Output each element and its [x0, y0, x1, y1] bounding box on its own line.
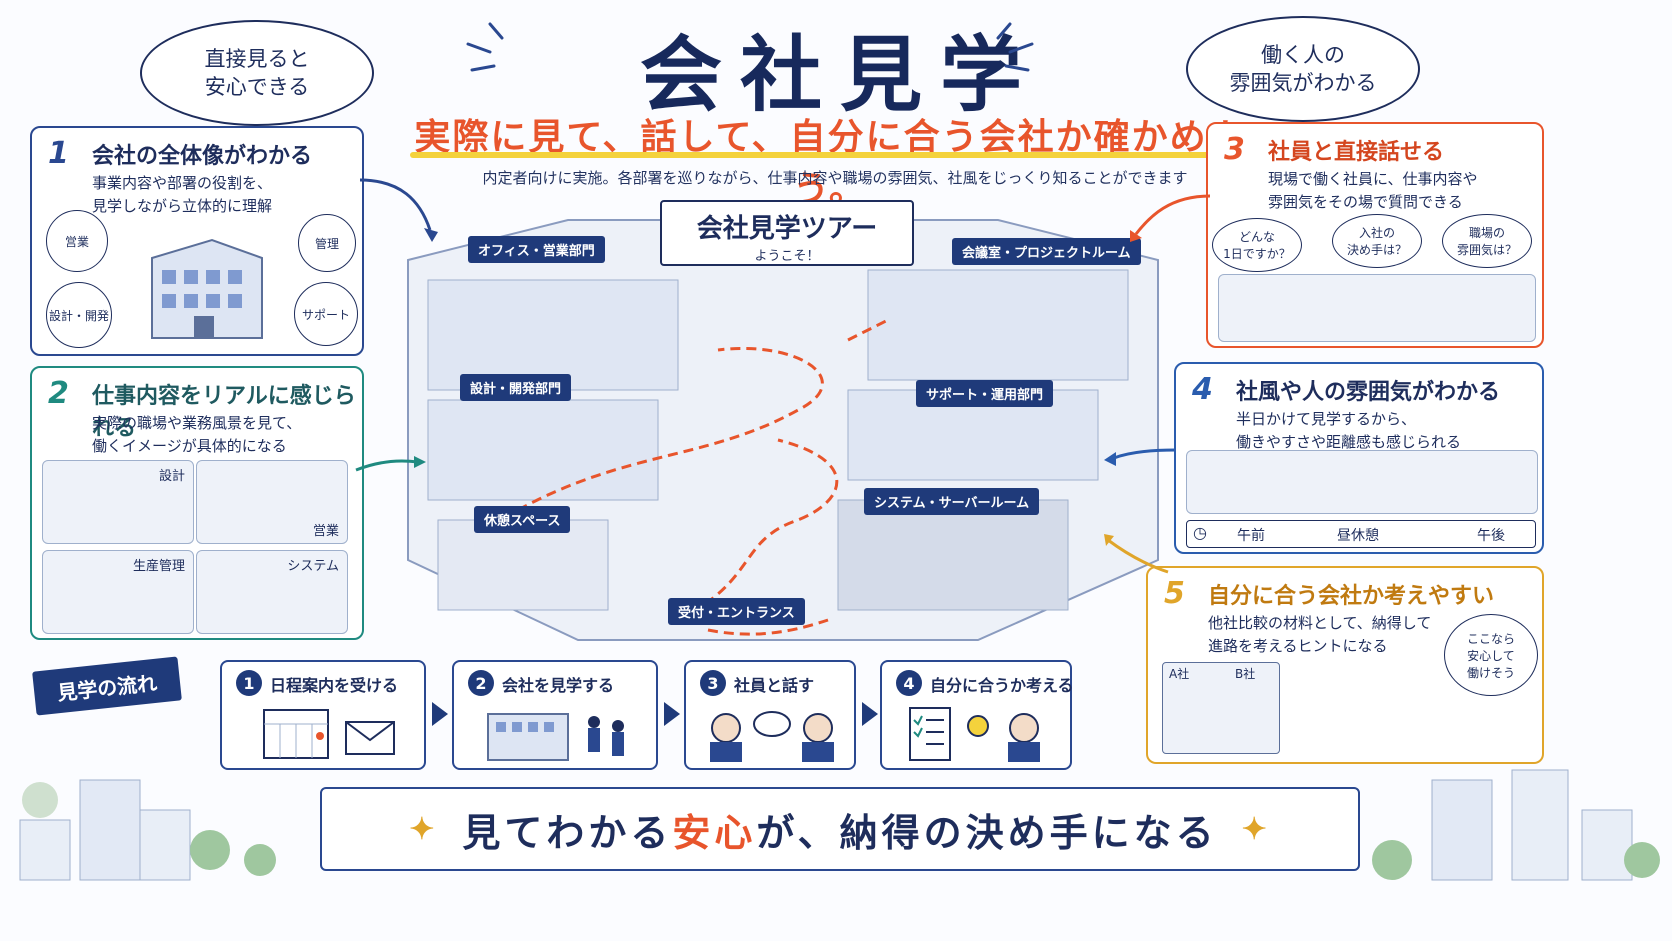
arrow-panel4-icon — [1104, 448, 1177, 466]
timeline-lunch: 昼休憩 — [1337, 528, 1379, 544]
label-design-dev: 設計・開発 — [46, 282, 112, 348]
flow-step-1: 1 日程案内を受ける — [220, 660, 426, 770]
panel-4-body: 半日かけて見学するから、 働きやすさや距離感も感じられる — [1236, 410, 1462, 451]
tour-sign-title: 会社見学ツアー — [696, 214, 878, 244]
panel-5-title: 自分に合う会社か考えやすい — [1208, 584, 1495, 609]
label-support: サポート — [294, 282, 358, 346]
flow-step-3-number: 3 — [700, 670, 726, 696]
question-bubble-2: 入社の 決め手は？ — [1332, 214, 1422, 268]
panel-1: 1 会社の全体像がわかる 事業内容や部署の役割を、 見学しながら立体的に理解 営… — [30, 126, 364, 356]
panel-5-body: 他社比較の材料として、納得して 進路を考えるヒントになる — [1208, 614, 1432, 655]
bubble-left-line2: 安心できる — [204, 75, 310, 99]
flow-step-3-label: 社員と話す — [734, 676, 815, 695]
bubble-left-line1: 直接見ると — [204, 46, 310, 71]
scene-system: システム — [196, 550, 348, 634]
flow-step-1-number: 1 — [236, 670, 262, 696]
question-bubble-1: どんな 1日ですか？ — [1212, 218, 1302, 272]
panel-4-title: 社風や人の雰囲気がわかる — [1236, 380, 1501, 405]
scene-lunch — [1186, 450, 1538, 514]
panel-2-number: 2 — [48, 376, 69, 411]
speech-bubble-left: 直接見ると 安心できる — [140, 20, 374, 126]
arrow-panel1-icon — [359, 178, 438, 242]
panel-2: 2 仕事内容をリアルに感じられる 実際の職場や業務風景を見て、 働くイメージが具… — [30, 366, 364, 640]
scene-design: 設計 — [42, 460, 194, 544]
lead-text: 内定者向けに実施。各部署を巡りながら、仕事内容や職場の雰囲気、社風をじっくり知る… — [482, 169, 1188, 187]
panel-1-number: 1 — [48, 136, 69, 171]
flow-arrow-1-icon — [432, 702, 448, 726]
scene-meeting — [1218, 274, 1536, 342]
question-bubble-3: 職場の 雰囲気は？ — [1442, 214, 1532, 268]
footer-text-part1: 見てわかる — [462, 809, 673, 855]
timeline-morning: 午前 — [1237, 528, 1265, 544]
panel-5: 5 自分に合う会社か考えやすい 他社比較の材料として、納得して 進路を考えるヒン… — [1146, 566, 1544, 764]
flow-step-4-number: 4 — [896, 670, 922, 696]
flow-step-2-number: 2 — [468, 670, 494, 696]
company-b-label: B社 — [1235, 667, 1256, 681]
panel-3: 3 社員と直接話せる 現場で働く社員に、仕事内容や 雰囲気をその場で質問できる … — [1206, 122, 1544, 348]
timeline-afternoon: 午後 — [1477, 528, 1505, 544]
city-left-illustration — [19, 779, 276, 881]
flow-step-4: 4 自分に合うか考える — [880, 660, 1074, 770]
scene-production: 生産管理 — [42, 550, 194, 634]
flow-step-3: 3 社員と話す — [684, 660, 856, 770]
speech-bubble-right: 働く人の 雰囲気がわかる — [1186, 16, 1420, 122]
area-design-dev: 設計・開発部門 — [460, 374, 572, 401]
panel-4-number: 4 — [1192, 372, 1213, 407]
footer-text-part2: が、納得の決め手になる — [756, 809, 1218, 855]
burst-left-icon — [466, 22, 504, 72]
panel-2-title: 仕事内容をリアルに感じられる — [92, 384, 356, 441]
area-office-sales: オフィス・営業部門 — [468, 236, 605, 263]
sparkle-right-icon: ✦ — [1241, 811, 1271, 847]
panel-5-number: 5 — [1164, 576, 1185, 611]
page-subtitle: 実際に見て、話して、自分に合う会社か確かめよう。 — [414, 116, 1246, 210]
bubble-right-line1: 働く人の — [1261, 42, 1345, 67]
conversation-icon — [710, 711, 834, 762]
panel-2-body: 実際の職場や業務風景を見て、 働くイメージが具体的になる — [92, 414, 302, 455]
clock-icon: ◷ — [1193, 523, 1207, 542]
flow-step-2: 2 会社を見学する — [452, 660, 658, 770]
office-building-icon — [151, 238, 263, 339]
scene-sales: 営業 — [196, 460, 348, 544]
subtitle-underline — [410, 152, 1260, 158]
flow-ribbon: 見学の流れ — [32, 656, 182, 716]
sparkle-left-icon: ✦ — [409, 811, 439, 847]
label-sales: 営業 — [46, 210, 108, 272]
panel-3-number: 3 — [1224, 132, 1245, 167]
city-right-illustration — [1372, 769, 1660, 881]
company-a-label: A社 — [1169, 667, 1190, 681]
area-reception: 受付・エントランス — [668, 598, 805, 625]
page-title: 会社見学 — [639, 27, 1040, 123]
flow-arrow-3-icon — [862, 702, 878, 726]
footer-banner: ✦ 見てわかる 安心 が、納得の決め手になる ✦ — [320, 787, 1360, 871]
comparison-card: A社 B社 — [1162, 662, 1280, 754]
arrow-panel5-icon — [1104, 534, 1169, 574]
flow-step-2-label: 会社を見学する — [502, 676, 615, 695]
office-cutaway-illustration — [407, 219, 1159, 641]
flow-step-4-label: 自分に合うか考える — [930, 676, 1074, 695]
checklist-idea-icon — [909, 707, 1040, 762]
flow-step-1-label: 日程案内を受ける — [270, 676, 399, 695]
tour-sign: 会社見学ツアー ようこそ！ — [660, 200, 914, 266]
arrow-panel2-icon — [355, 456, 426, 472]
panel-3-body: 現場で働く社員に、仕事内容や 雰囲気をその場で質問できる — [1268, 170, 1478, 211]
building-visit-icon — [487, 713, 624, 761]
label-admin: 管理 — [298, 214, 356, 272]
arrow-panel3-icon — [1130, 194, 1211, 242]
bubble-right-line2: 雰囲気がわかる — [1229, 71, 1377, 95]
panel-3-title: 社員と直接話せる — [1268, 140, 1445, 165]
thought-bubble: ここなら 安心して 働けそう — [1444, 614, 1538, 696]
tour-sign-subtitle: ようこそ！ — [754, 249, 820, 264]
panel-1-body: 事業内容や部署の役割を、 見学しながら立体的に理解 — [92, 174, 273, 215]
footer-highlight: 安心 — [672, 809, 757, 855]
burst-right-icon — [996, 22, 1034, 72]
area-support-ops: サポート・運用部門 — [916, 380, 1054, 407]
panel-4: 4 社風や人の雰囲気がわかる 半日かけて見学するから、 働きやすさや距離感も感じ… — [1174, 362, 1544, 554]
area-meeting-room: 会議室・プロジェクトルーム — [952, 238, 1141, 265]
calendar-mail-icon — [263, 709, 395, 759]
flow-arrow-2-icon — [664, 702, 680, 726]
panel-1-title: 会社の全体像がわかる — [92, 144, 313, 169]
timeline-bar: ◷ 午前 昼休憩 午後 — [1186, 520, 1536, 548]
area-server-room: システム・サーバールーム — [864, 488, 1040, 515]
area-break-space: 休憩スペース — [474, 506, 571, 533]
